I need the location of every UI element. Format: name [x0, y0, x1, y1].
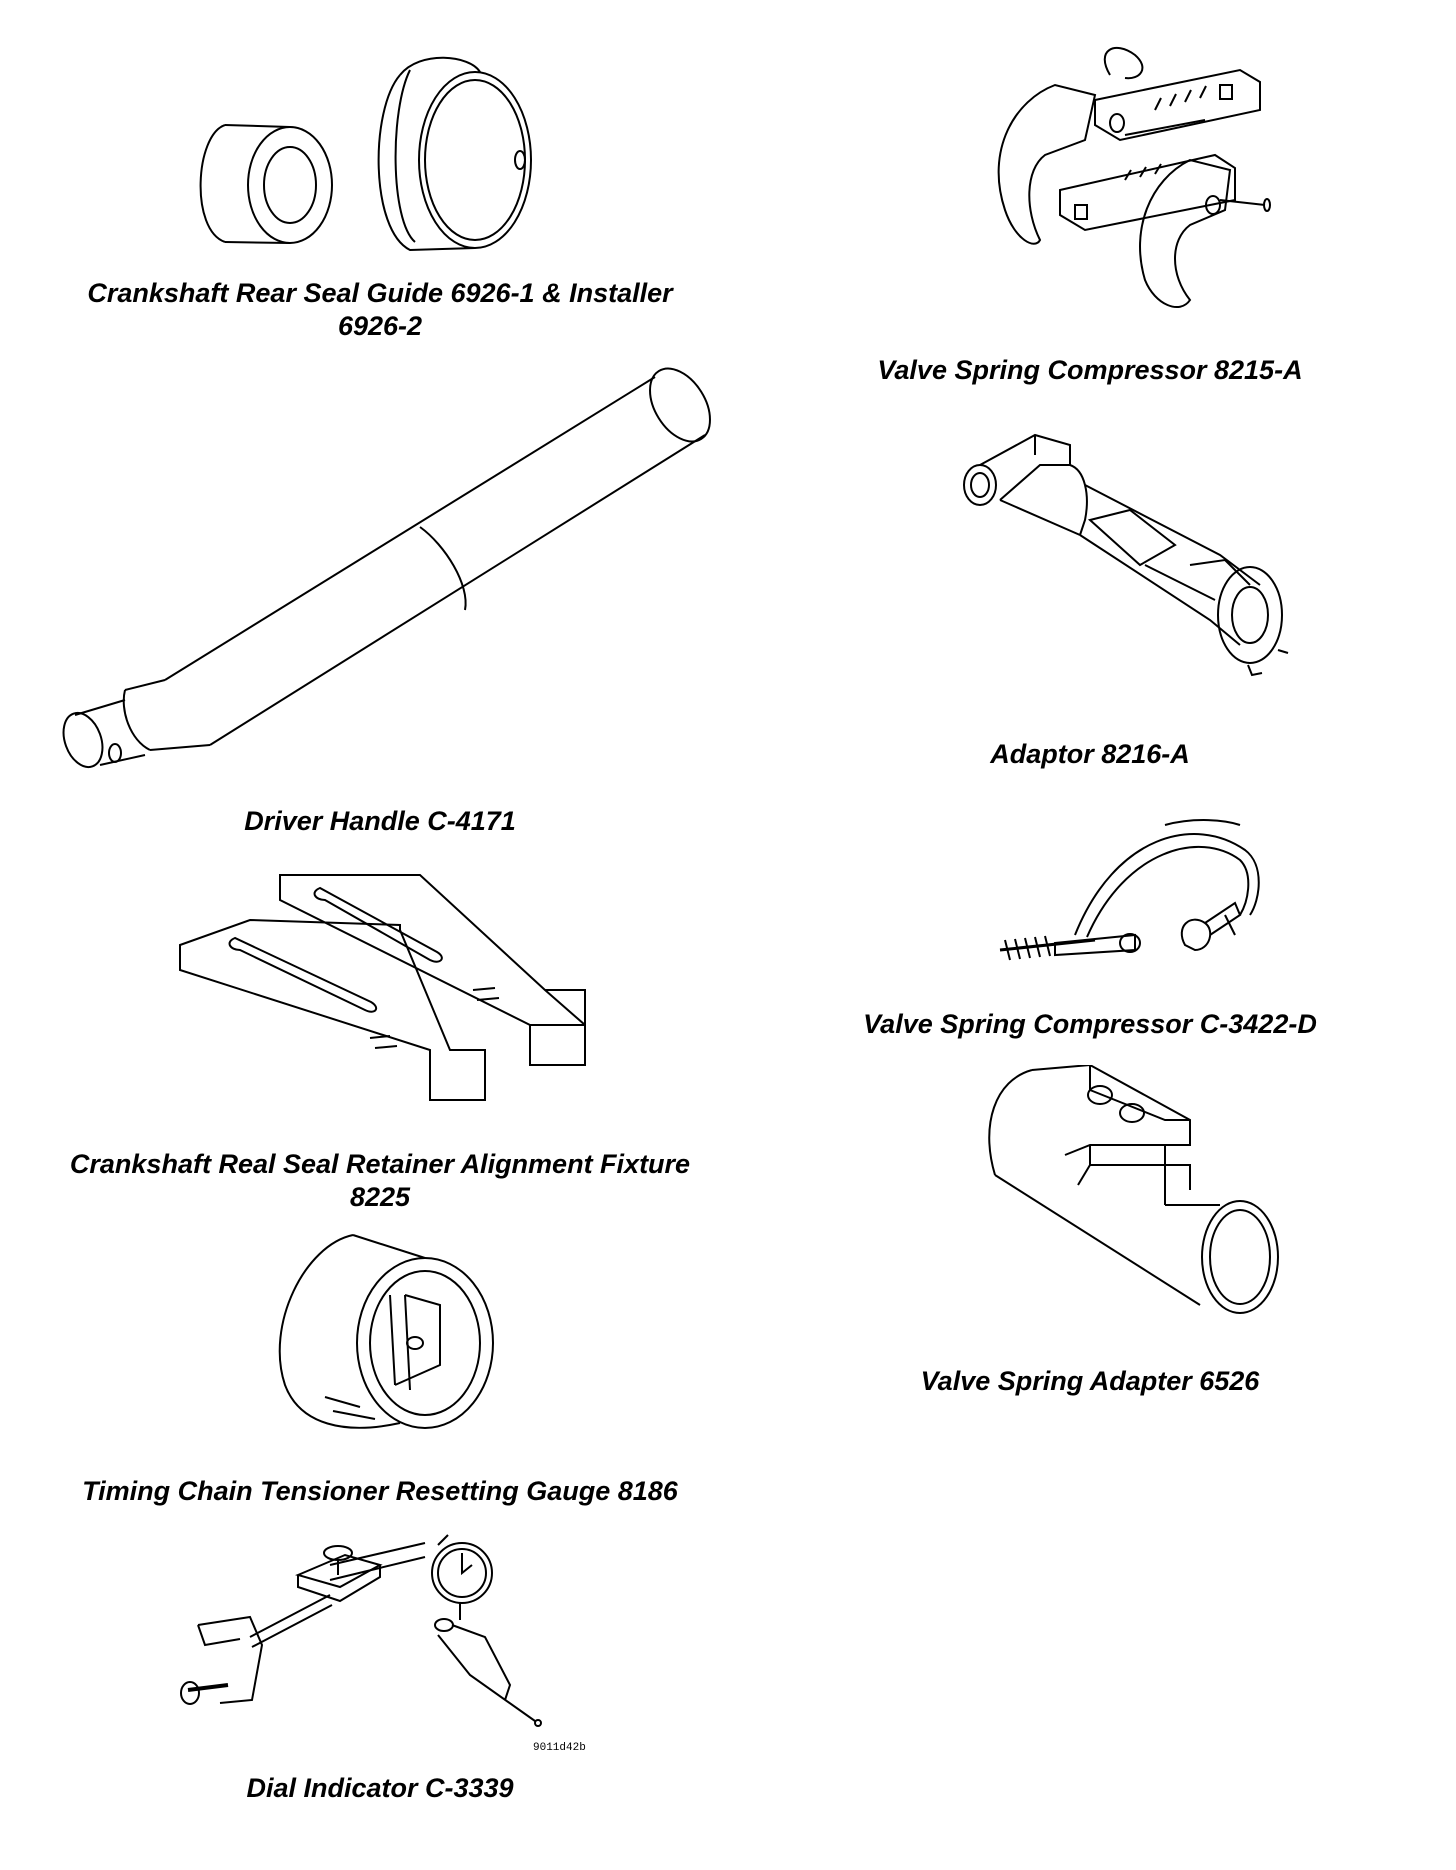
- compressor-8215a-caption: Valve Spring Compressor 8215-A: [877, 355, 1303, 385]
- retainer-alignment-fixture-illustration: [175, 860, 595, 1115]
- driver-handle-caption: Driver Handle C-4171: [244, 806, 516, 836]
- rear-seal-guide-caption: Crankshaft Rear Seal Guide 6926-1 & Inst…: [40, 277, 720, 343]
- tensioner-gauge-caption: Timing Chain Tensioner Resetting Gauge 8…: [82, 1476, 678, 1506]
- figure-code: 9011d42b: [533, 1742, 586, 1754]
- valve-spring-adapter-6526-illustration: [970, 1065, 1300, 1325]
- driver-handle-illustration: [45, 355, 725, 785]
- retainer-fixture-caption: Crankshaft Real Seal Retainer Alignment …: [20, 1148, 740, 1214]
- adaptor-8216a-caption: Adaptor 8216-A: [990, 739, 1190, 769]
- valve-spring-compressor-8215a-illustration: [975, 40, 1275, 315]
- rear-seal-guide-caption-line1: Crankshaft Rear Seal Guide 6926-1 & Inst…: [87, 278, 673, 308]
- rear-seal-guide-caption-line2: 6926-2: [337, 311, 423, 341]
- dial-indicator-illustration: [180, 1525, 570, 1735]
- dial-indicator-caption: Dial Indicator C-3339: [246, 1773, 514, 1803]
- adapter-6526-caption: Valve Spring Adapter 6526: [920, 1366, 1260, 1396]
- adaptor-8216a-illustration: [960, 425, 1305, 690]
- retainer-fixture-caption-line2: 8225: [349, 1182, 411, 1212]
- retainer-fixture-caption-line1: Crankshaft Real Seal Retainer Alignment …: [69, 1149, 691, 1179]
- valve-spring-compressor-c3422d-illustration: [995, 815, 1280, 975]
- compressor-c3422d-caption: Valve Spring Compressor C-3422-D: [863, 1009, 1317, 1039]
- rear-seal-guide-installer-illustration: [170, 30, 540, 280]
- tensioner-resetting-gauge-illustration: [265, 1225, 500, 1435]
